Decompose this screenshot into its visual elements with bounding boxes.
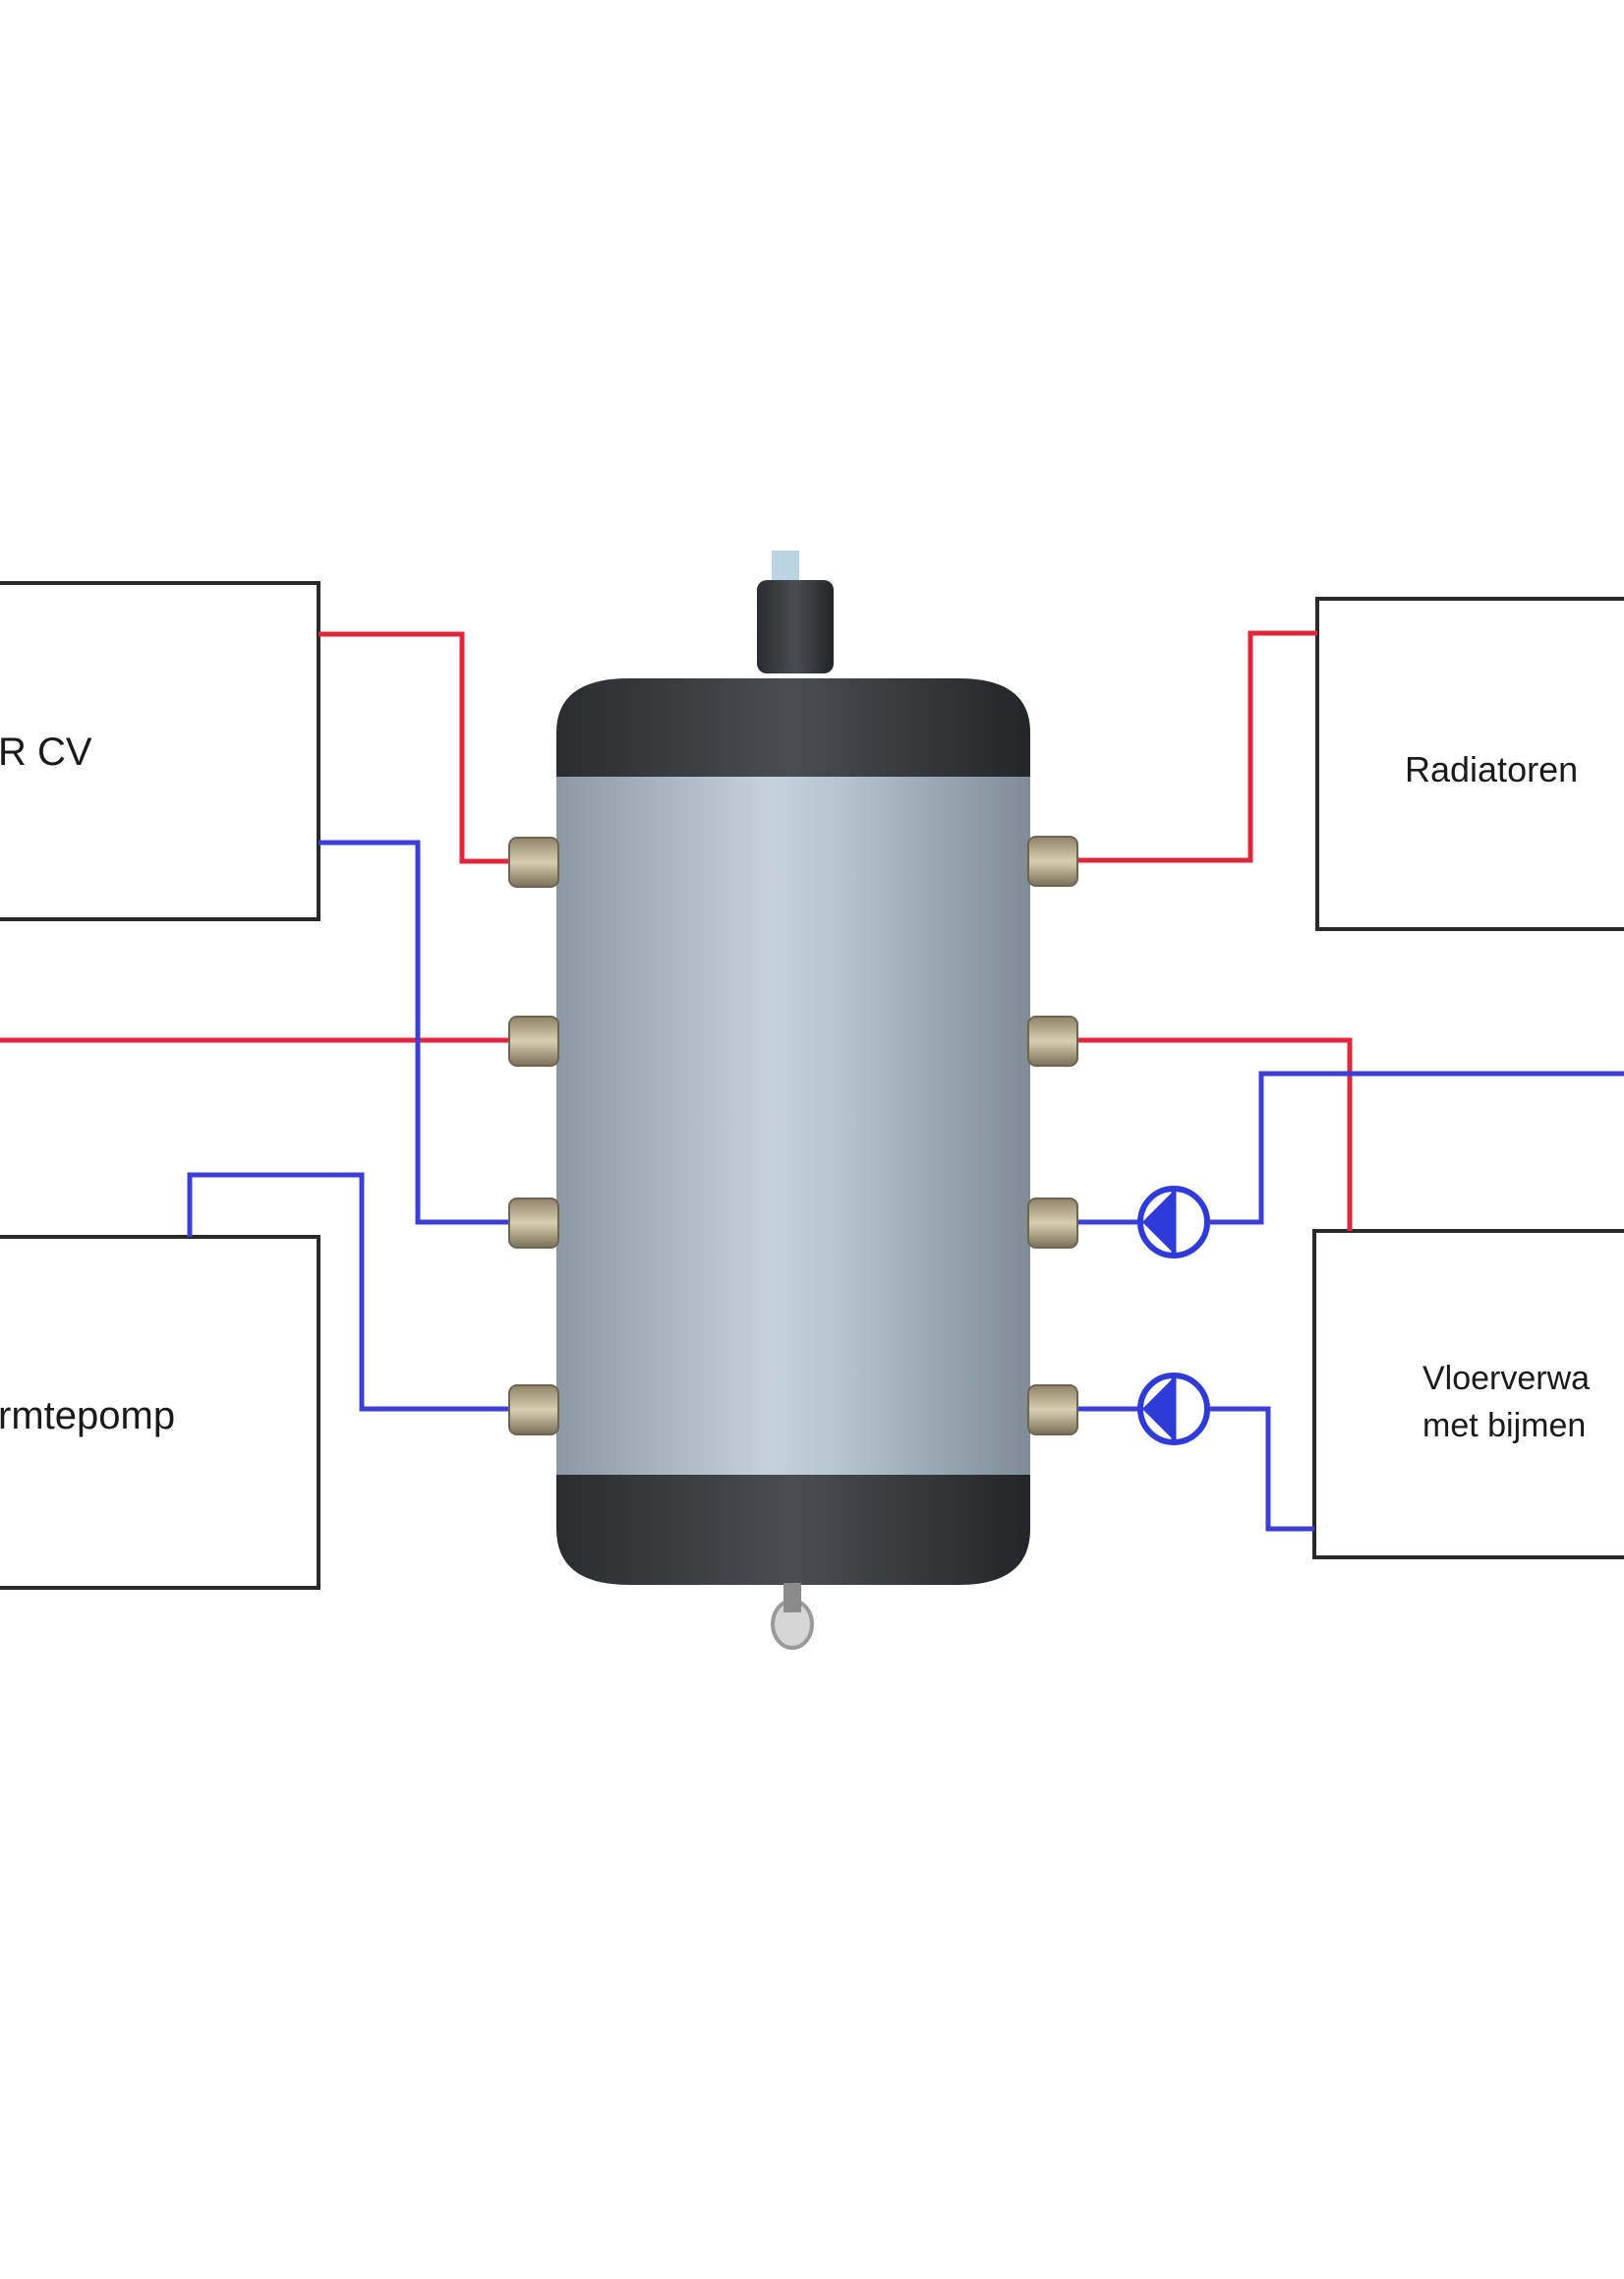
box-radiatoren-label: Radiatoren bbox=[1405, 749, 1578, 789]
fitting-left-1 bbox=[508, 837, 559, 888]
box-warmtepomp: rmtepomp bbox=[0, 1235, 320, 1590]
pump-icon bbox=[1137, 1373, 1210, 1445]
pipe-radiator-supply bbox=[1076, 630, 1317, 863]
pump-icon bbox=[1137, 1186, 1210, 1258]
buffer-tank bbox=[556, 551, 1030, 1650]
tank-connections-right bbox=[1027, 836, 1078, 1435]
fitting-left-4 bbox=[508, 1384, 559, 1435]
tank-connections-left bbox=[508, 837, 559, 1435]
fitting-left-3 bbox=[508, 1198, 559, 1249]
box-vloerverwarming-label-line1: Vloerverwa bbox=[1422, 1360, 1590, 1397]
box-cv-label: R CV bbox=[0, 730, 92, 774]
fitting-left-2 bbox=[508, 1016, 559, 1067]
box-cv: R CV bbox=[0, 581, 320, 921]
fitting-right-4 bbox=[1027, 1384, 1078, 1435]
fitting-right-3 bbox=[1027, 1198, 1078, 1249]
box-vloerverwarming-label-line2: met bijmen bbox=[1422, 1407, 1586, 1444]
pipe-vloer-return-upper-b bbox=[1207, 1071, 1624, 1225]
pipe-vloer-return-lower-b bbox=[1207, 1406, 1314, 1532]
pipe-cv-return bbox=[319, 840, 511, 1225]
fitting-right-1 bbox=[1027, 836, 1078, 887]
fitting-right-2 bbox=[1027, 1016, 1078, 1067]
tank-body bbox=[556, 777, 1030, 1485]
return-pipes bbox=[187, 840, 1624, 1532]
supply-pipes bbox=[0, 630, 1353, 1231]
box-warmtepomp-label: rmtepomp bbox=[0, 1394, 175, 1437]
pipe-vloer-supply bbox=[1076, 1037, 1353, 1231]
box-radiatoren: Radiatoren bbox=[1315, 597, 1624, 931]
pipe-warmtepomp bbox=[187, 1172, 511, 1412]
box-vloerverwarming: Vloerverwa met bijmen bbox=[1312, 1229, 1624, 1559]
pipe-cv-supply bbox=[319, 631, 511, 864]
